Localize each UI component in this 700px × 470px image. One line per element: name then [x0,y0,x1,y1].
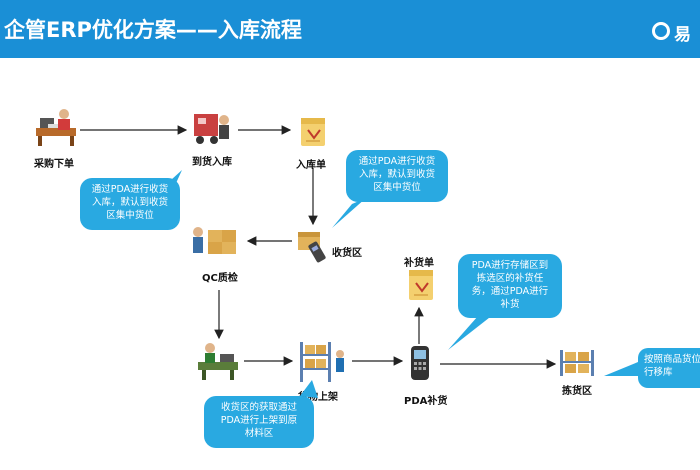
purchase-desk-icon [34,108,80,148]
note-line: 入库，默认到收货 [358,169,435,180]
note-line: 通过PDA进行收货 [91,184,169,195]
note-line: 收货区的获取通过 [220,402,297,413]
note-line: 务，通过PDA进行 [471,286,549,297]
worker-station-icon [196,340,242,382]
node-label-goods-shelving: 货物上架 [298,392,338,403]
bubble-tails [160,170,640,398]
note-bubble-right: PDA进行存储区到 拣选区的补货任 务，通过PDA进行 补货 [458,254,562,318]
node-label-inbound-sheet: 入库单 [296,160,326,171]
inbound-sheet-icon [298,116,328,148]
flow-diagram: 采购下单 到货入库 入库单 收货区 [0,58,700,470]
node-label-arrival-inbound: 到货入库 [192,157,232,168]
delivery-icon [190,110,236,146]
note-line: 拣选区的补货任 [476,273,544,284]
node-label-receiving-area: 收货区 [332,248,362,259]
receiving-box-icon [294,224,330,264]
node-label-qc-inspection: QC质检 [202,273,238,284]
logo-icon [652,22,670,40]
node-label-pda-replenish: PDA补货 [404,396,448,407]
note-bubble-top: 通过PDA进行收货 入库，默认到收货 区集中货位 [346,150,448,202]
note-line: PDA进行存储区到 [471,260,549,271]
note-line: 材料区 [244,428,274,439]
shelving-rack-icon [298,340,348,384]
logo-text: 易 [674,25,691,45]
replenish-sheet-icon [406,268,436,302]
node-label-picking-area: 拣货区 [562,386,592,397]
qc-inspection-icon [188,222,240,262]
note-line: 行移库 [644,367,673,378]
note-bubble-bottom: 收货区的获取通过 PDA进行上架到原 材料区 [204,396,314,448]
page-title: 企管ERP优化方案——入库流程 [4,18,302,42]
note-line: 区集中货位 [373,182,421,193]
pda-device-icon [408,344,432,384]
note-line: 通过PDA进行收货 [358,156,436,167]
node-label-replenish-sheet: 补货单 [404,258,434,269]
picking-rack-icon [558,348,596,378]
note-line: PDA进行上架到原 [220,415,298,426]
note-line: 按照商品货位进 [644,354,700,365]
note-bubble-far-right: 按照商品货位进 行移库 [638,348,700,388]
flow-arrows [80,125,557,369]
brand-logo: 易 [648,22,700,45]
header-bar: 企管ERP优化方案——入库流程 易 [0,0,700,58]
node-label-purchase-order: 采购下单 [34,159,74,170]
note-line: 补货 [500,299,520,310]
note-bubble-left: 通过PDA进行收货 入库，默认到收货 区集中货位 [80,178,180,230]
note-line: 入库，默认到收货 [91,197,168,208]
note-line: 区集中货位 [106,210,154,221]
